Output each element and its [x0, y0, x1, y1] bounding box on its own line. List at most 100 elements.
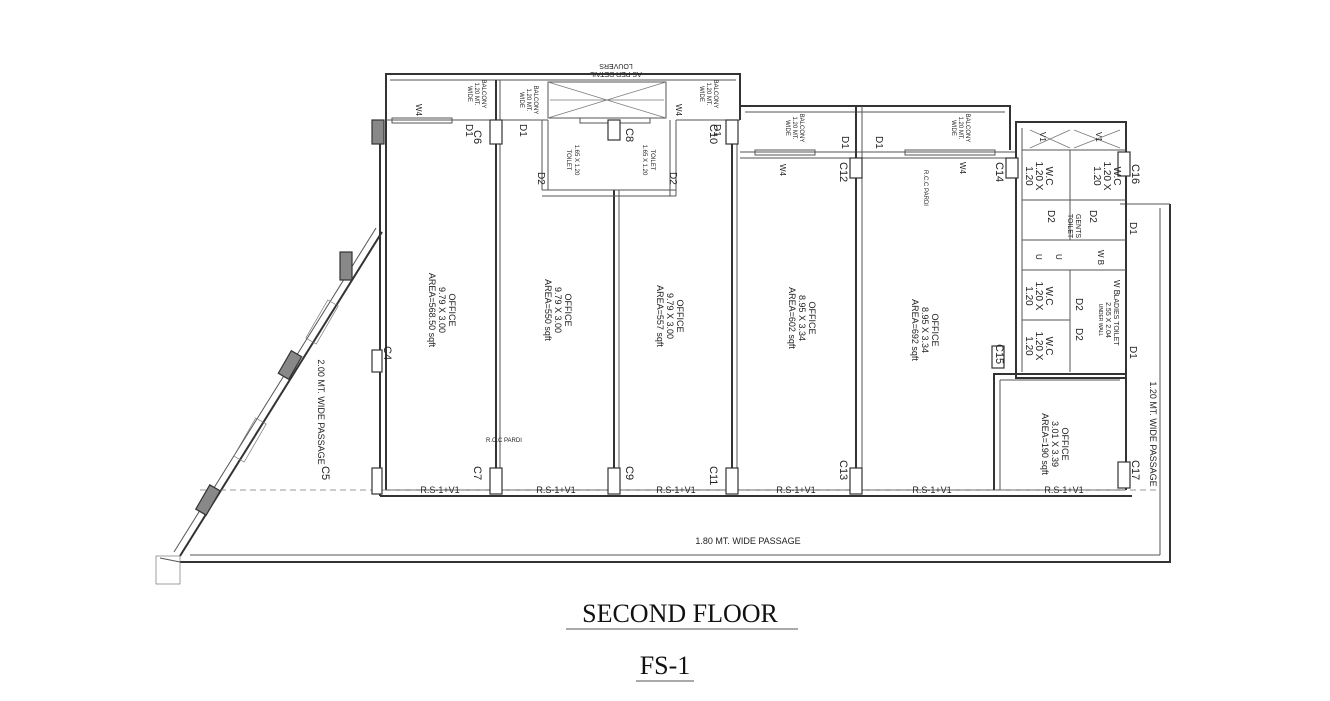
label-c12: C12 [837, 162, 849, 182]
label-d1d: D1 [839, 136, 850, 149]
svg-text:1.65 X 1.20: 1.65 X 1.20 [573, 145, 579, 176]
label-w4d: W4 [958, 162, 967, 175]
label-c4: C4 [381, 346, 393, 360]
label-c17: C17 [1129, 460, 1141, 480]
columns [194, 119, 1131, 516]
svg-text:R.C.C PARDI: R.C.C PARDI [922, 170, 928, 206]
label-d1g: D1 [1127, 346, 1138, 359]
svg-text:LOUVERS: LOUVERS [599, 62, 633, 69]
rcc-pardi-label-2: R.C.C PARDI [486, 438, 522, 444]
svg-text:WIDE: WIDE [518, 92, 524, 108]
label-c6: C6 [471, 130, 483, 144]
label-c7: C7 [471, 466, 483, 480]
label-c13: C13 [837, 460, 849, 480]
wc-3-label: W.C 1.20 X 1.20 [1023, 282, 1054, 311]
svg-text:OFFICE: OFFICE [807, 302, 817, 335]
svg-text:GENTS: GENTS [1074, 214, 1081, 238]
label-d2f: D2 [1073, 328, 1084, 341]
svg-text:AREA=190 sqft: AREA=190 sqft [1040, 413, 1050, 475]
svg-text:1.20 X: 1.20 X [1033, 282, 1044, 311]
balcony-4-label: BALCONY 1.20 MT. WIDE [784, 114, 804, 143]
label-v1a: V1 [1038, 132, 1047, 142]
rcc-pardi-label-1: R.C.C PARDI [922, 170, 928, 206]
svg-text:1.20 MT.: 1.20 MT. [957, 116, 963, 139]
svg-text:1.20 MT.: 1.20 MT. [791, 116, 797, 139]
label-c10: C10 [707, 124, 719, 144]
svg-text:TOILET: TOILET [1066, 214, 1073, 239]
labels: OFFICE 9.79 X 3.00 AREA=568.50 sqft OFFI… [316, 62, 1158, 546]
svg-text:AREA=568.50 sqft: AREA=568.50 sqft [427, 273, 437, 348]
label-wb-2: W B [1112, 280, 1121, 295]
label-v1b: V1 [1094, 132, 1103, 142]
svg-text:AREA=557 sqft: AREA=557 sqft [655, 285, 665, 347]
label-d1c: D1 [711, 124, 722, 137]
right-passage-label: 1.20 MT. WIDE PASSAGE [1148, 381, 1158, 486]
label-d2a: D2 [535, 172, 546, 185]
office-2-label: OFFICE 9.79 X 3.00 AREA=550 sqft [543, 279, 573, 341]
svg-text:TOILET: TOILET [649, 150, 655, 171]
svg-text:WIDE: WIDE [784, 120, 790, 136]
svg-text:W.C: W.C [1043, 167, 1054, 186]
page-title: SECOND FLOOR [582, 599, 778, 628]
svg-text:UNDER WALL: UNDER WALL [1097, 304, 1103, 337]
svg-text:OFFICE: OFFICE [930, 314, 940, 347]
balcony-3-label: BALCONY 1.20 MT. WIDE [698, 80, 718, 109]
label-d2c: D2 [1045, 210, 1056, 223]
ladies-toilet-label: LADIES TOILET 2.55 X 2.04 UNDER WALL [1097, 294, 1119, 346]
svg-text:BALCONY: BALCONY [712, 80, 718, 109]
label-c16: C16 [1129, 164, 1141, 184]
svg-text:W.C: W.C [1111, 167, 1122, 186]
label-u-1: U [1034, 254, 1043, 260]
svg-text:8.95 X 3.34: 8.95 X 3.34 [920, 307, 930, 353]
svg-text:8.95 X 3.34: 8.95 X 3.34 [797, 295, 807, 341]
wc-1-label: W.C 1.20 X 1.20 [1023, 162, 1054, 191]
svg-text:BALCONY: BALCONY [532, 86, 538, 115]
svg-text:1.65 X 1.20: 1.65 X 1.20 [641, 145, 647, 176]
svg-text:1.20: 1.20 [1023, 166, 1034, 186]
svg-text:BALCONY: BALCONY [480, 80, 486, 109]
rs-label-1: R.S-1+V1 [420, 485, 459, 495]
svg-text:W.C: W.C [1043, 337, 1054, 356]
svg-text:BALCONY: BALCONY [964, 114, 970, 143]
passage-outline [155, 203, 1171, 585]
svg-text:9.79 X 3.00: 9.79 X 3.00 [437, 287, 447, 333]
wc-2-label: W.C 1.20 X 1.20 [1091, 162, 1122, 191]
svg-text:2.00 MT. WIDE PASSAGE: 2.00 MT. WIDE PASSAGE [316, 359, 326, 464]
label-c8: C8 [623, 128, 635, 142]
svg-text:LADIES TOILET: LADIES TOILET [1112, 294, 1119, 346]
label-c9: C9 [623, 466, 635, 480]
label-wb-1: W B [1096, 250, 1105, 265]
label-d2e: D2 [1073, 298, 1084, 311]
label-c14: C14 [993, 162, 1005, 182]
balcony-1-label: BALCONY 1.20 MT. WIDE [466, 80, 486, 109]
svg-text:1.20 X: 1.20 X [1033, 162, 1044, 191]
svg-text:1.20 MT.: 1.20 MT. [705, 82, 711, 105]
svg-text:WIDE: WIDE [950, 120, 956, 136]
label-c15: C15 [993, 344, 1005, 364]
office-3-label: OFFICE 9.79 X 3.00 AREA=557 sqft [655, 285, 685, 347]
gents-toilet-label: GENTS TOILET [1066, 214, 1081, 239]
toilet-2-label: TOILET 1.65 X 1.20 [641, 145, 655, 176]
label-d2d: D2 [1087, 210, 1098, 223]
svg-text:BALCONY: BALCONY [798, 114, 804, 143]
svg-text:1.20: 1.20 [1023, 336, 1034, 356]
svg-text:TOILET: TOILET [565, 150, 571, 171]
svg-text:WIDE: WIDE [698, 86, 704, 102]
svg-text:1.20: 1.20 [1023, 286, 1034, 306]
svg-text:1.20 MT.: 1.20 MT. [525, 88, 531, 111]
svg-text:W.C: W.C [1043, 287, 1054, 306]
svg-text:OFFICE: OFFICE [1060, 428, 1070, 461]
building-shell [200, 73, 1160, 497]
label-d1a: D1 [463, 124, 474, 137]
left-passage-label: 2.00 MT. WIDE PASSAGE [316, 359, 326, 464]
office-6-label: OFFICE 3.01 X 3.39 AREA=190 sqft [1040, 413, 1070, 475]
svg-text:3.01 X 3.39: 3.01 X 3.39 [1050, 421, 1060, 467]
svg-text:AREA=692 sqft: AREA=692 sqft [910, 299, 920, 361]
svg-text:WIDE: WIDE [466, 86, 472, 102]
label-d1f: D1 [1127, 222, 1138, 235]
svg-text:AREA=550 sqft: AREA=550 sqft [543, 279, 553, 341]
label-d1e: D1 [873, 136, 884, 149]
wc-4-label: W.C 1.20 X 1.20 [1023, 332, 1054, 361]
front-passage-label: 1.80 MT. WIDE PASSAGE [695, 536, 800, 546]
